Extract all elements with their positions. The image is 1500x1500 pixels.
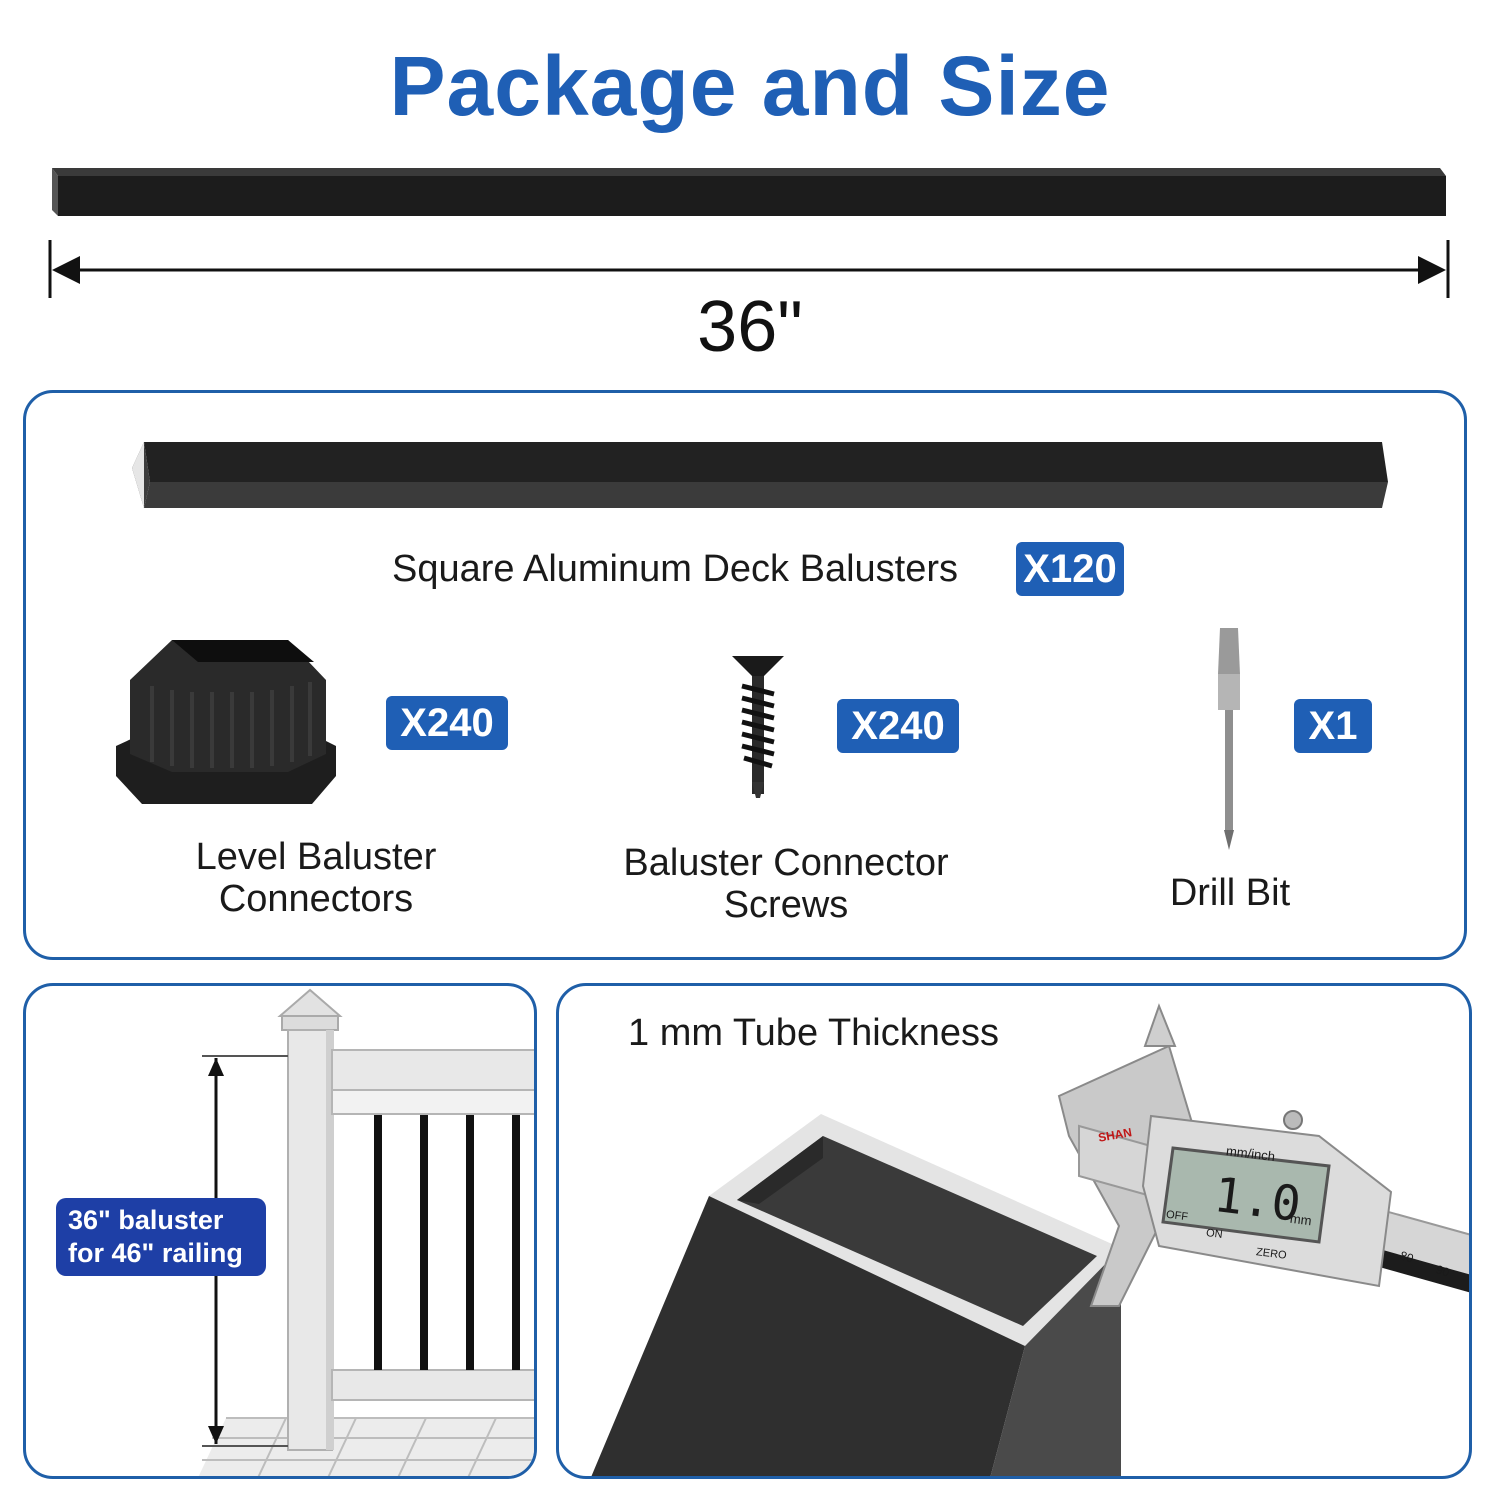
railing-badge-line1: 36" baluster [68, 1205, 224, 1235]
caliper-off-label: OFF [1165, 1208, 1189, 1224]
arrow-up-icon [208, 1058, 224, 1076]
drill-bit-image [1218, 628, 1240, 850]
baluster-4 [512, 1114, 520, 1370]
caliper-display [1161, 1146, 1331, 1244]
baluster-3 [466, 1114, 474, 1370]
baluster-top-face [52, 168, 1446, 176]
arrow-left-icon [52, 256, 80, 284]
screws-qty-badge: X240 [837, 699, 959, 753]
baluster-front-face [52, 168, 58, 216]
tube-and-caliper-illustration [591, 1003, 1469, 1476]
deck-floor [198, 1418, 534, 1476]
tube-front-face [591, 1196, 1025, 1476]
balusters-label: Square Aluminum Deck Balusters [391, 548, 959, 590]
screws-label-line2: Screws [723, 884, 849, 926]
caliper-unit: mm [1289, 1210, 1313, 1229]
baluster-dimension-illustration [48, 168, 1450, 298]
tube-side-face [990, 1248, 1121, 1476]
length-label: 36" [697, 287, 803, 367]
screw-image [732, 656, 784, 798]
top-rail [331, 1049, 534, 1091]
connectors-label-line2: Connectors [218, 878, 414, 920]
screws-label-line1: Baluster Connector [623, 842, 949, 884]
baluster-body [58, 176, 1446, 216]
railing-illustration [198, 988, 534, 1476]
baluster-1 [374, 1114, 382, 1370]
drill-bit-qty-badge: X1 [1294, 699, 1372, 753]
screws-label: Baluster Connector Screws [586, 842, 986, 926]
thickness-panel [556, 983, 1472, 1479]
baluster-image [132, 442, 1388, 508]
connectors-qty-badge: X240 [386, 696, 508, 750]
connectors-label: Level Baluster Connectors [146, 836, 486, 920]
arrow-right-icon [1418, 256, 1446, 284]
thickness-label: 1 mm Tube Thickness [628, 1012, 1000, 1054]
caliper-on-button: ON [1205, 1227, 1224, 1241]
caliper-upper-jaw [1143, 1003, 1177, 1047]
drill-bit-label: Drill Bit [1169, 872, 1291, 914]
bottom-rail [331, 1369, 534, 1401]
balusters-qty-badge: X120 [1016, 542, 1124, 596]
arrow-down-icon [208, 1426, 224, 1444]
railing-badge-line2: for 46" railing [68, 1238, 243, 1268]
connector-image [116, 640, 336, 804]
railing-panel [23, 983, 537, 1479]
tube-opening [737, 1136, 1097, 1326]
railing-post [287, 1029, 333, 1451]
railing-badge: 36" baluster for 46" railing [56, 1198, 266, 1276]
page-title: Package and Size [389, 39, 1111, 133]
connectors-label-line1: Level Baluster [195, 836, 437, 878]
caliper-thumb-wheel-icon [1283, 1110, 1303, 1130]
post-cap-icon [277, 988, 343, 1017]
baluster-2 [420, 1114, 428, 1370]
